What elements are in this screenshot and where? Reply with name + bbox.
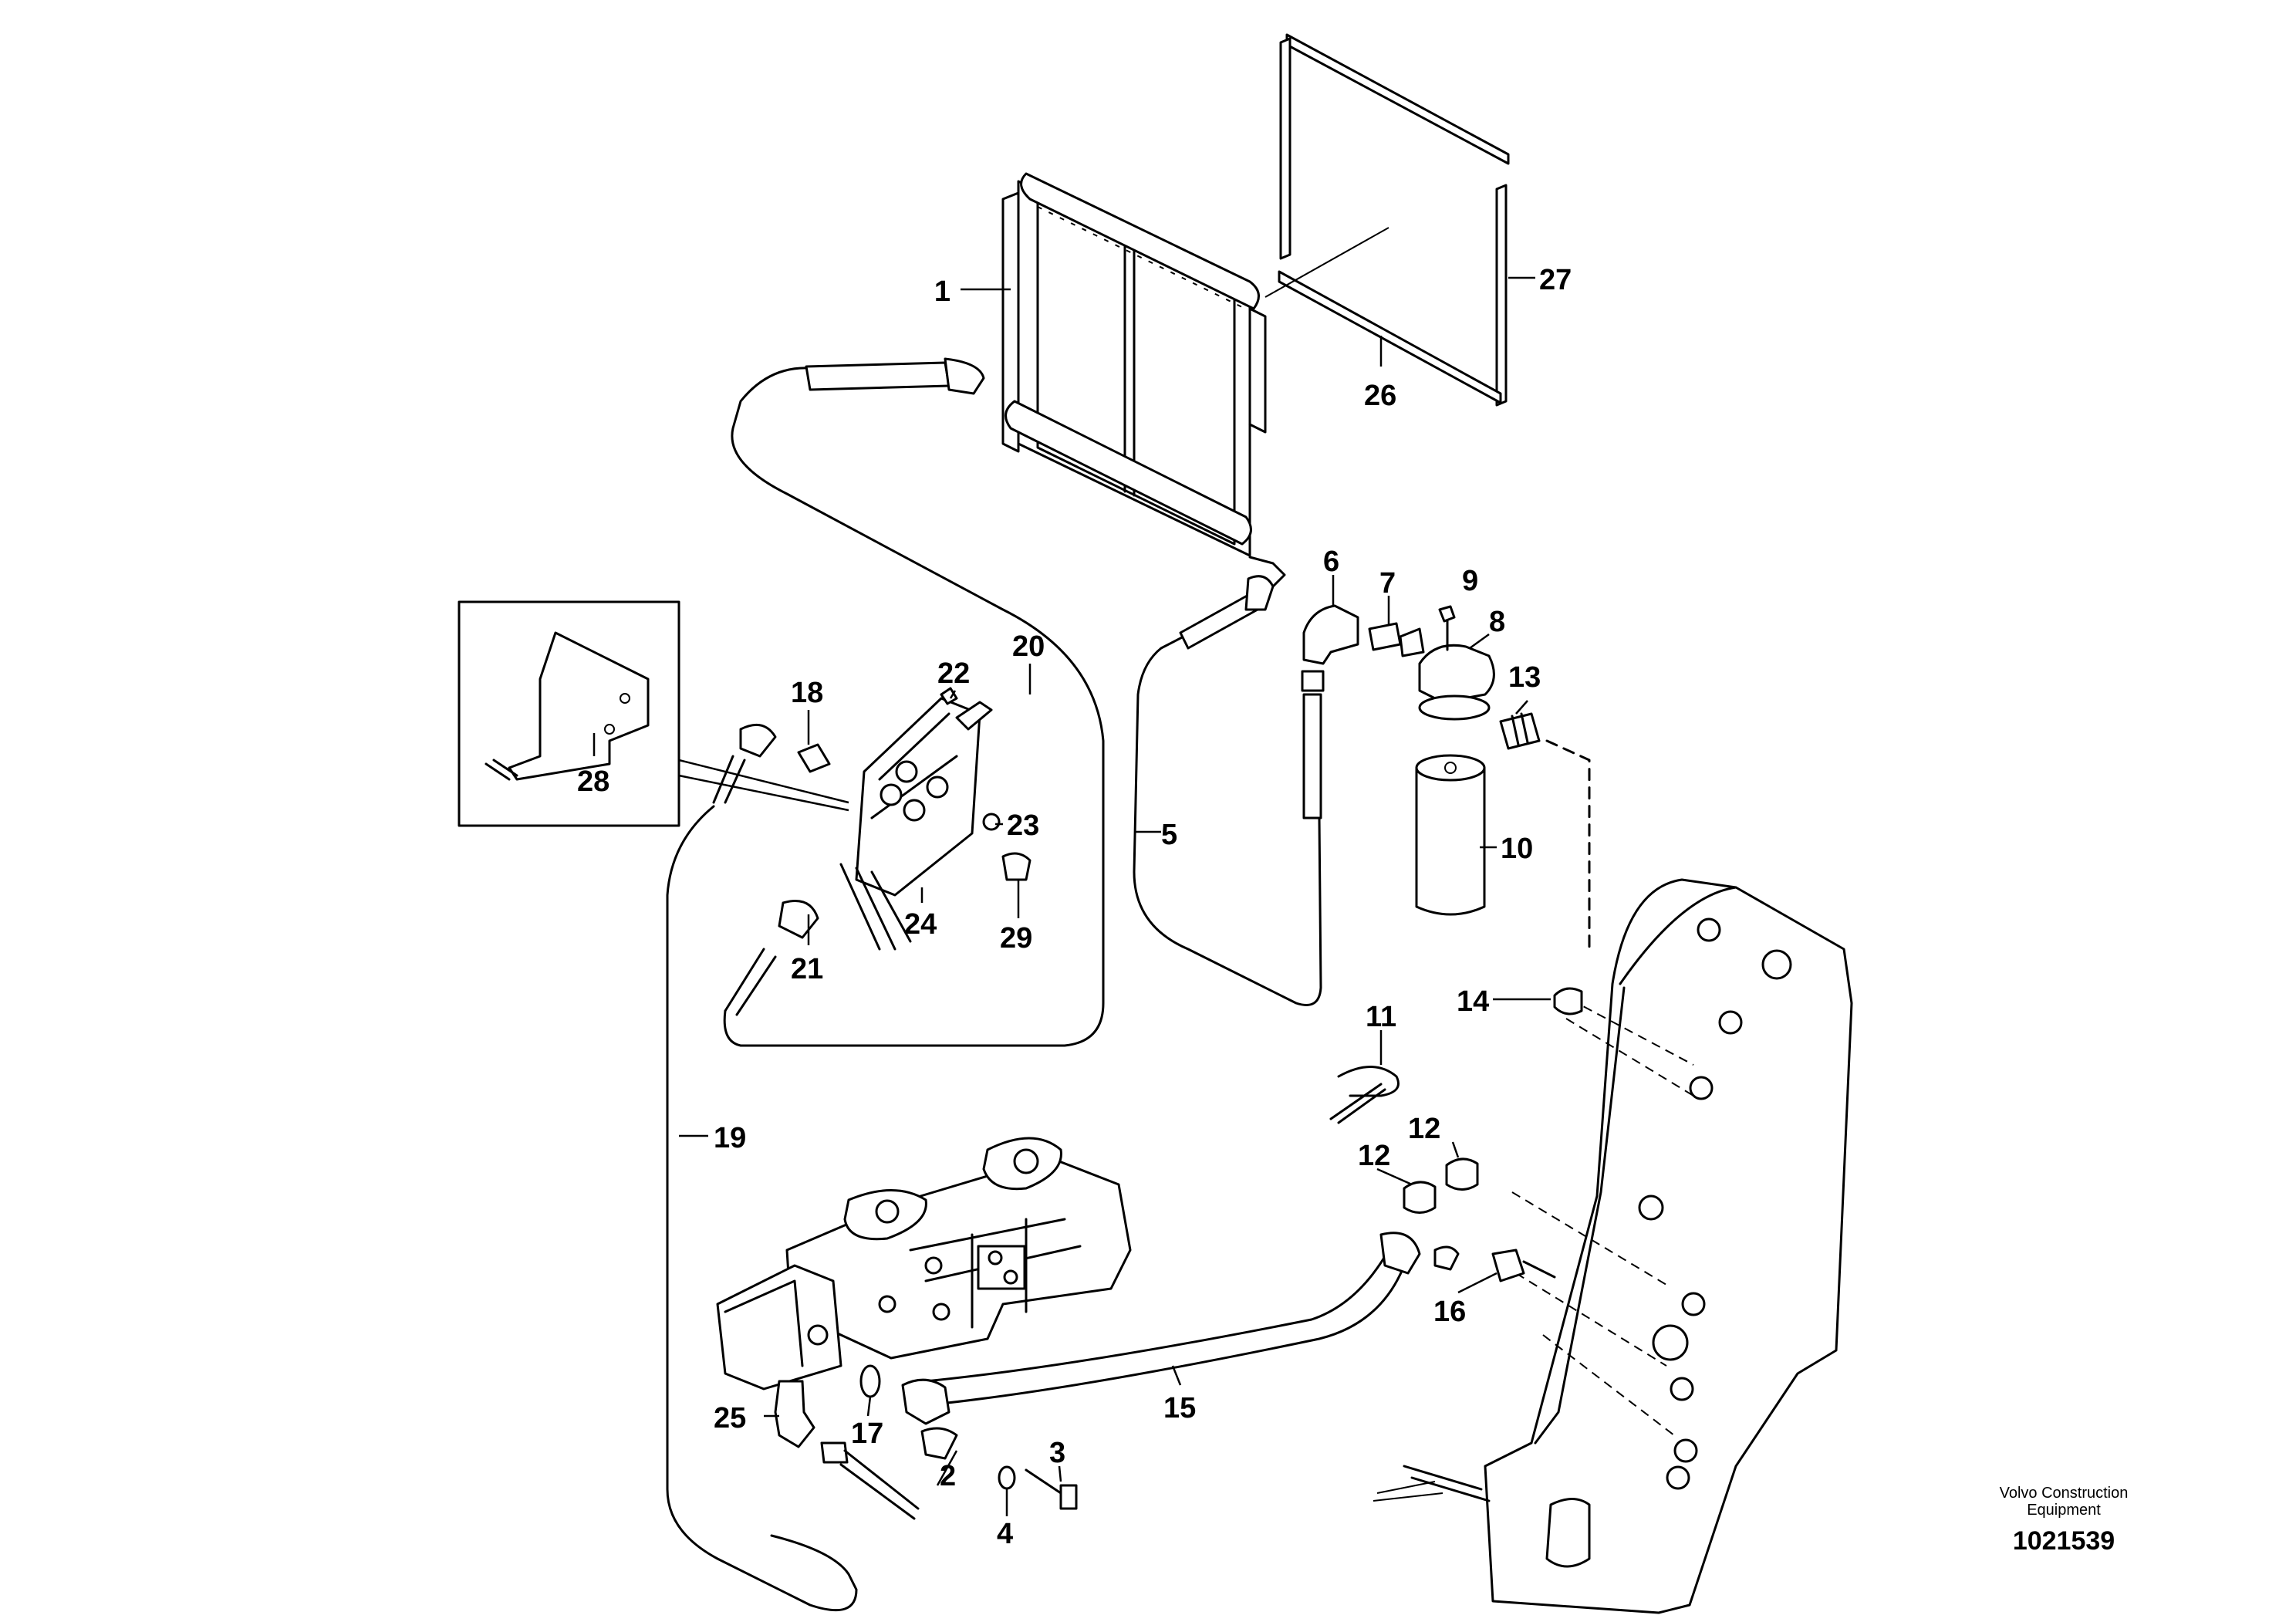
hose-20 [723, 357, 1105, 1047]
hose-15 [901, 1232, 1460, 1425]
valve-block [712, 687, 1032, 1016]
callout-4: 4 [997, 1518, 1013, 1550]
callout-10: 10 [1501, 833, 1533, 865]
callout-19: 19 [714, 1122, 746, 1154]
callout-numbers: 1 2 3 4 5 6 7 8 9 10 11 12 12 13 14 15 1… [577, 264, 1572, 1550]
callout-7: 7 [1379, 567, 1396, 600]
callout-15: 15 [1163, 1392, 1196, 1424]
callout-18: 18 [791, 677, 823, 709]
callout-14: 14 [1457, 985, 1489, 1018]
oil-cooler [1001, 172, 1267, 557]
mounting-frame [1373, 878, 1853, 1614]
callout-leaders [593, 276, 1551, 1516]
callout-12-upper: 12 [1408, 1113, 1440, 1145]
callout-13: 13 [1508, 661, 1541, 694]
o-ring-17 [859, 1364, 881, 1398]
callout-29: 29 [1000, 922, 1032, 955]
hydraulic-pump [716, 1137, 1132, 1391]
callout-16: 16 [1433, 1296, 1466, 1328]
callout-21: 21 [791, 953, 823, 985]
callout-11: 11 [1366, 1001, 1396, 1033]
callout-1: 1 [934, 275, 950, 308]
callout-20: 20 [1012, 630, 1045, 663]
callout-27: 27 [1539, 264, 1572, 296]
callout-2: 2 [940, 1460, 956, 1492]
bolt-3 [1025, 1468, 1078, 1510]
plug-12 [1403, 1157, 1479, 1214]
elbow-25 [774, 1380, 920, 1520]
callout-25: 25 [714, 1402, 746, 1434]
seal-strips [1264, 33, 1510, 407]
callout-26: 26 [1364, 380, 1396, 412]
callout-9: 9 [1462, 565, 1478, 597]
drawing-number: 1021539 [2012, 1526, 2115, 1556]
clamp-11 [1329, 1066, 1400, 1124]
hose-19 [666, 805, 858, 1612]
flange-2 [920, 1427, 958, 1460]
callout-12-lower: 12 [1358, 1140, 1390, 1172]
callout-28: 28 [577, 765, 609, 798]
filter-assembly [1301, 604, 1591, 951]
fitting-16 [1491, 1249, 1556, 1282]
detail-leader [678, 759, 849, 812]
callout-6: 6 [1323, 546, 1339, 578]
manufacturer-caption: Volvo Construction Equipment [1999, 1485, 2129, 1519]
washer-4 [998, 1465, 1016, 1490]
callout-24: 24 [904, 908, 937, 941]
callout-17: 17 [851, 1418, 883, 1450]
hose-5 [1133, 556, 1322, 1006]
callout-8: 8 [1489, 606, 1505, 638]
callout-3: 3 [1049, 1437, 1065, 1469]
plug-14 [1553, 987, 1583, 1015]
detail-box-28 [458, 600, 680, 827]
callout-22: 22 [937, 657, 970, 690]
callout-23: 23 [1007, 809, 1039, 842]
callout-5: 5 [1161, 819, 1177, 851]
